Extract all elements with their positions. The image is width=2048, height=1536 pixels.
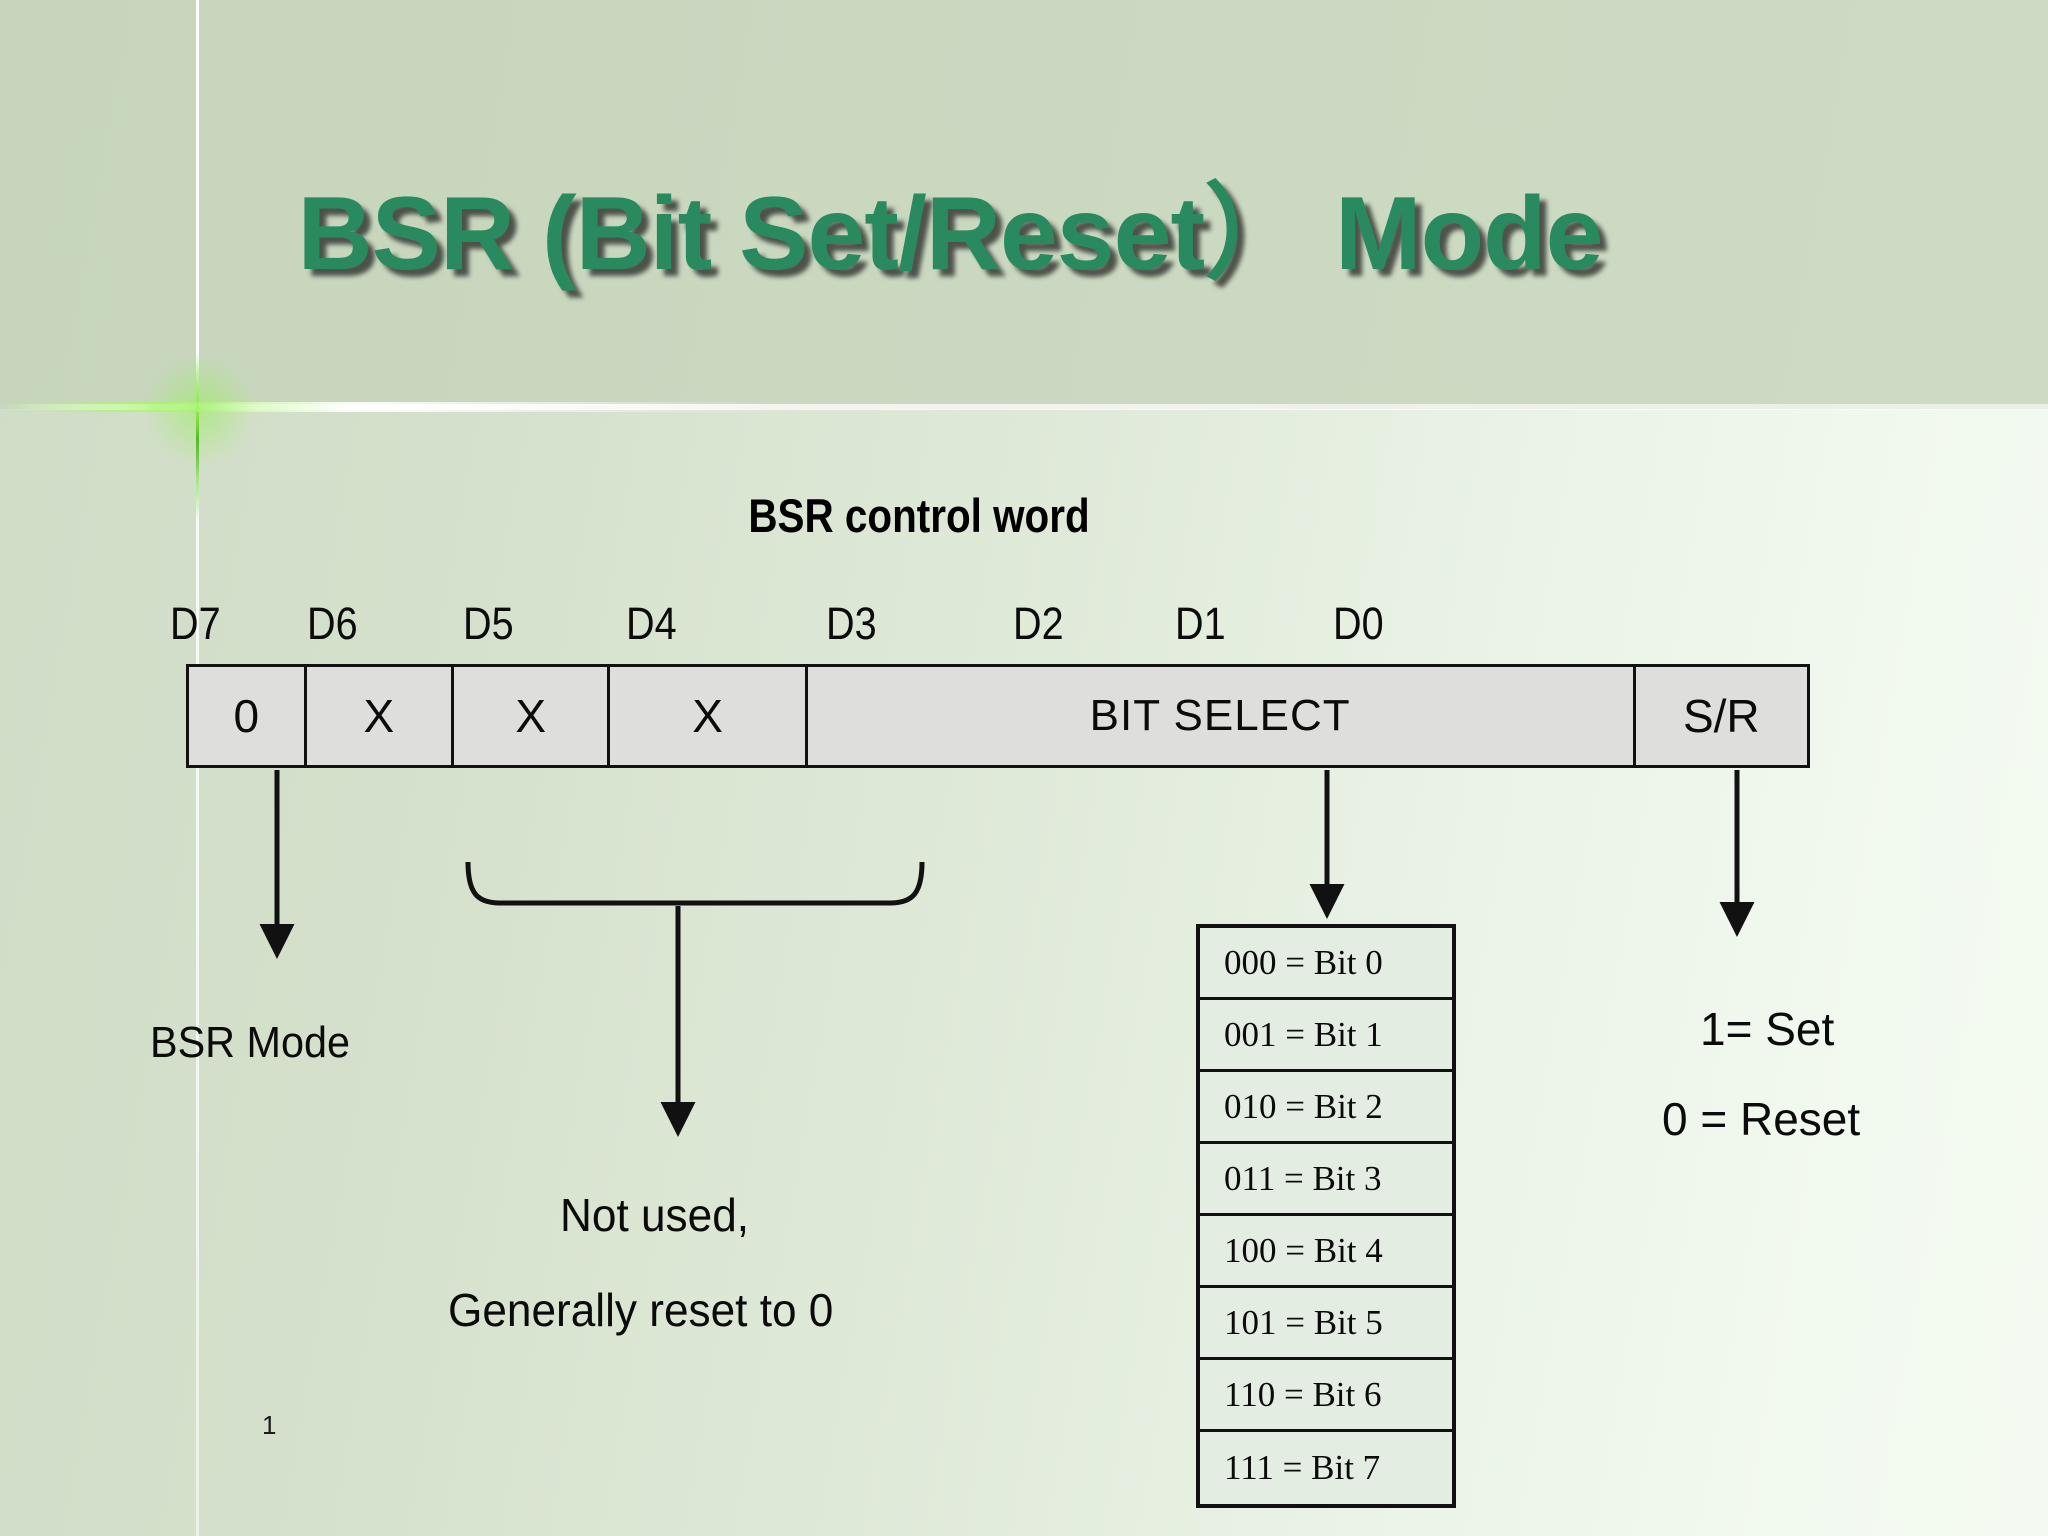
bit-label-d0: D0 xyxy=(1333,598,1384,649)
bsr-control-word-table: 0 X X X BIT SELECT S/R xyxy=(186,664,1810,768)
bit-select-legend-table: 000 = Bit 0 001 = Bit 1 010 = Bit 2 011 … xyxy=(1196,924,1456,1508)
bit-label-d1: D1 xyxy=(1175,598,1226,649)
bit-select-row-3: 011 = Bit 3 xyxy=(1200,1144,1452,1216)
decorative-vertical-line xyxy=(196,0,199,1536)
bit-label-d7: D7 xyxy=(170,598,221,649)
bit-select-row-7: 111 = Bit 7 xyxy=(1200,1432,1452,1504)
annotation-sr-reset: 0 = Reset xyxy=(1662,1093,1861,1145)
decorative-horizontal-glow xyxy=(0,402,780,412)
diagram-subtitle: BSR control word xyxy=(748,489,1090,542)
bit-label-d2: D2 xyxy=(1013,598,1064,649)
bit-label-d4: D4 xyxy=(626,598,677,649)
bit-label-d3: D3 xyxy=(826,598,877,649)
annotation-not-used-line2: Generally reset to 0 xyxy=(448,1284,834,1336)
control-word-cell-d7: 0 xyxy=(189,667,307,765)
control-word-cell-d6: X xyxy=(306,667,455,765)
bit-select-row-5: 101 = Bit 5 xyxy=(1200,1288,1452,1360)
title-band-rule xyxy=(0,404,2048,410)
control-word-cell-d4: X xyxy=(610,667,808,765)
page-title: BSR (Bit Set/Reset） Mode xyxy=(297,176,1603,292)
annotation-sr-set: 1= Set xyxy=(1700,1003,1835,1055)
bit-select-row-4: 100 = Bit 4 xyxy=(1200,1216,1452,1288)
control-word-cell-sr: S/R xyxy=(1635,667,1807,765)
annotation-bsr-mode: BSR Mode xyxy=(150,1018,350,1067)
annotation-not-used-line1: Not used, xyxy=(560,1189,750,1241)
control-word-cell-bit-select: BIT SELECT xyxy=(807,667,1636,765)
bit-select-row-6: 110 = Bit 6 xyxy=(1200,1360,1452,1432)
bit-label-d5: D5 xyxy=(463,598,514,649)
brace-unused xyxy=(465,861,925,906)
bit-label-d6: D6 xyxy=(307,598,358,649)
control-word-cell-d5: X xyxy=(454,667,611,765)
bit-select-row-1: 001 = Bit 1 xyxy=(1200,1000,1452,1072)
bit-select-row-0: 000 = Bit 0 xyxy=(1200,928,1452,1000)
title-band xyxy=(0,0,2048,409)
page-number: 1 xyxy=(262,1410,277,1440)
bit-select-row-2: 010 = Bit 2 xyxy=(1200,1072,1452,1144)
